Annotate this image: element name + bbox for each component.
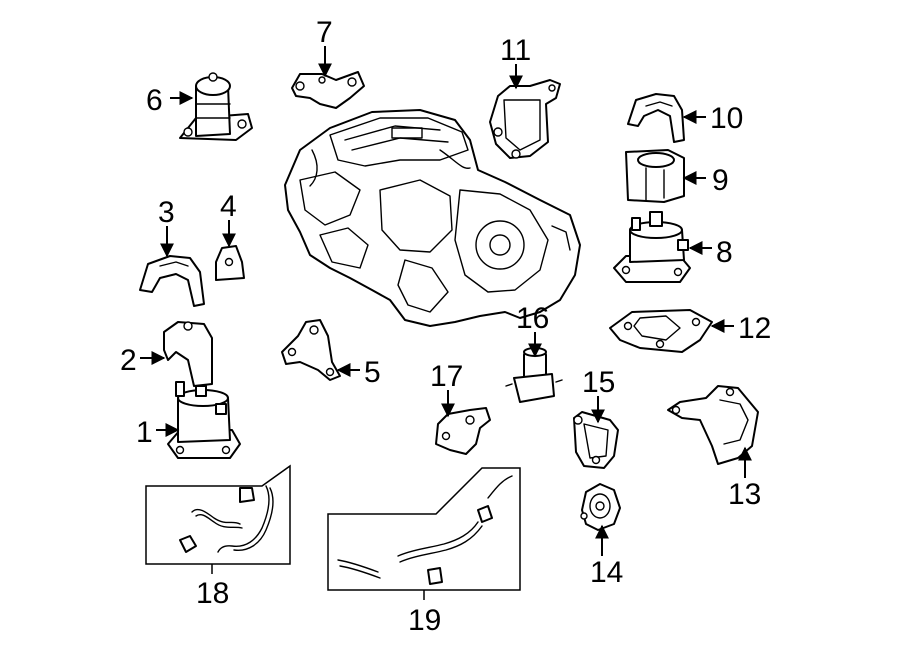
part-18-hose-kit-box (145, 464, 291, 574)
part-7-bracket (291, 71, 365, 109)
part-16-solenoid-valve (505, 347, 563, 403)
part-1-engine-mount (167, 381, 241, 459)
callout-3: 3 (158, 196, 175, 229)
engine-assembly (284, 109, 581, 327)
part-14-engine-mount (580, 483, 621, 531)
callout-15: 15 (582, 366, 615, 399)
part-10-cover (627, 93, 685, 143)
callout-5: 5 (364, 356, 381, 389)
callout-7: 7 (316, 16, 333, 49)
callout-12: 12 (738, 312, 771, 345)
part-13-engine-mount (667, 385, 759, 465)
callout-11: 11 (500, 34, 531, 67)
callout-14: 14 (590, 556, 623, 589)
part-11-bracket (489, 79, 561, 159)
callout-2: 2 (120, 344, 137, 377)
part-6-engine-mount (179, 72, 253, 141)
callout-19: 19 (408, 604, 441, 637)
callout-6: 6 (146, 84, 163, 117)
callout-16: 16 (516, 302, 549, 335)
part-15-bracket (573, 411, 619, 469)
part-12-plate (609, 309, 713, 353)
part-8-engine-mount (613, 211, 691, 283)
part-3-cover (139, 255, 205, 307)
callout-labels: 1 2 3 4 5 6 7 8 9 10 11 12 13 14 15 16 1… (120, 16, 771, 637)
callout-18: 18 (196, 577, 229, 610)
callout-4: 4 (220, 190, 237, 223)
part-17-bracket (435, 407, 491, 455)
callout-9: 9 (712, 164, 729, 197)
part-4-stopper (215, 245, 245, 281)
part-9-cover (625, 149, 685, 203)
callout-8: 8 (716, 236, 733, 269)
callout-1: 1 (136, 416, 153, 449)
part-5-bracket (281, 319, 341, 381)
part-2-cover (163, 321, 213, 387)
callout-10: 10 (710, 102, 743, 135)
callout-13: 13 (728, 478, 761, 511)
callout-17: 17 (430, 360, 463, 393)
part-19-hose-kit-box (327, 467, 521, 600)
